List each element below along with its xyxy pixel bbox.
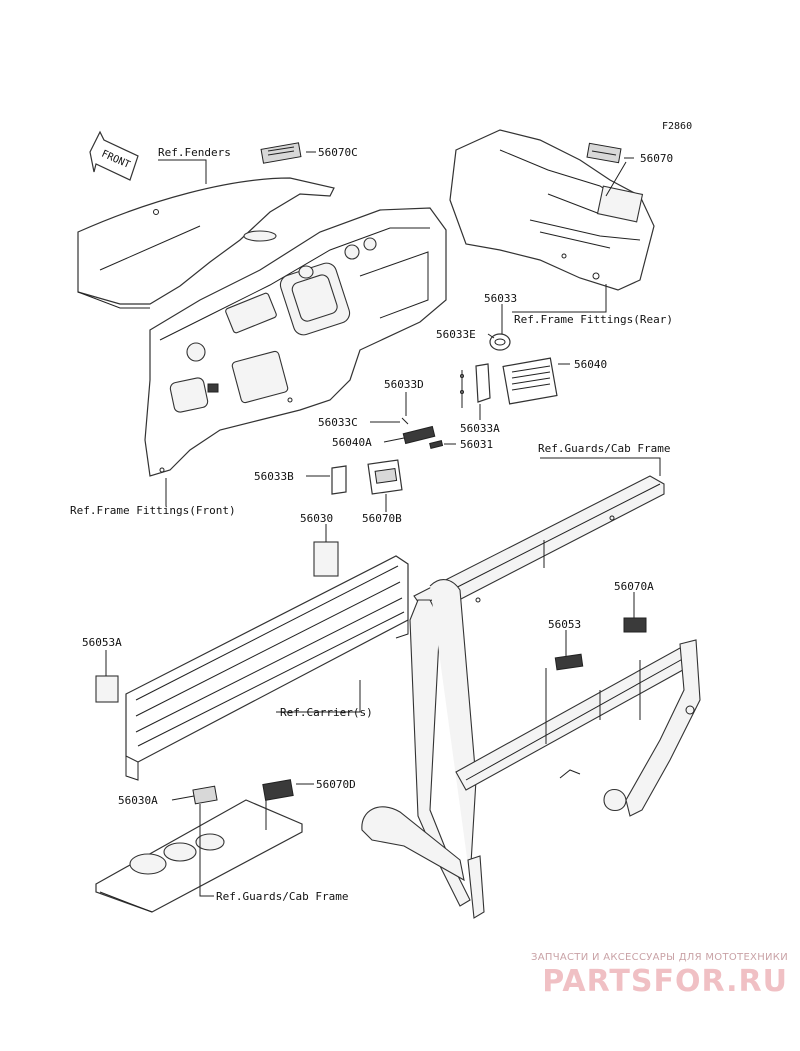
floor-plate xyxy=(95,799,303,913)
part-56033C: 56033C xyxy=(318,416,358,429)
bracket-56033A xyxy=(460,363,491,408)
part-56070A: 56070A xyxy=(614,580,654,593)
label-56070C xyxy=(260,142,302,164)
label-56040A xyxy=(402,425,436,445)
ref-guards-bottom-label: Ref.Guards/Cab Frame xyxy=(216,890,348,903)
part-56033A: 56033A xyxy=(460,422,500,435)
label-56070D xyxy=(262,779,294,801)
label-56070A xyxy=(623,617,647,633)
rear-panel xyxy=(449,129,655,291)
clamp-56033 xyxy=(489,333,511,351)
ref-carrier-label: Ref.Carrier(s) xyxy=(280,706,373,719)
dashboard-panel xyxy=(144,207,447,477)
ref-frame-front-label: Ref.Frame Fittings(Front) xyxy=(70,504,236,517)
part-56040A: 56040A xyxy=(332,436,372,449)
label-56030 xyxy=(313,541,339,577)
watermark-logo: PARTSFOR.RU xyxy=(542,964,788,999)
pin-56033C xyxy=(401,417,409,425)
label-56031 xyxy=(429,440,444,449)
part-56070B: 56070B xyxy=(362,512,402,525)
part-56070: 56070 xyxy=(640,152,673,165)
ref-guards-top-label: Ref.Guards/Cab Frame xyxy=(538,442,670,455)
cab-frame xyxy=(361,475,701,919)
leader-lines xyxy=(105,151,661,897)
part-56070D: 56070D xyxy=(316,778,356,791)
carrier-tailgate xyxy=(125,555,409,781)
part-56040: 56040 xyxy=(574,358,607,371)
part-56053A: 56053A xyxy=(82,636,122,649)
bracket-56033B xyxy=(331,465,347,495)
part-56030: 56030 xyxy=(300,512,333,525)
part-56053: 56053 xyxy=(548,618,581,631)
figure-code: F2860 xyxy=(662,121,692,132)
label-56070 xyxy=(586,142,622,164)
ref-frame-rear-label: Ref.Frame Fittings(Rear) xyxy=(514,313,673,326)
part-56033E: 56033E xyxy=(436,328,476,341)
part-56033: 56033 xyxy=(484,292,517,305)
part-56033B: 56033B xyxy=(254,470,294,483)
part-56070C: 56070C xyxy=(318,146,358,159)
ref-fenders-label: Ref.Fenders xyxy=(158,146,231,159)
part-56033D: 56033D xyxy=(384,378,424,391)
label-56053 xyxy=(554,653,584,671)
label-56030A xyxy=(192,785,218,805)
front-arrow-icon: FRONT xyxy=(89,130,139,181)
label-56070B xyxy=(367,459,403,495)
diagram-labels: F2860 Ref.Fenders 56070C 56070 56033 Ref… xyxy=(70,121,692,903)
label-56040 xyxy=(502,357,558,405)
fender-panel xyxy=(77,177,335,309)
watermark-caption: ЗАПЧАСТИ И АКСЕССУАРЫ ДЛЯ МОТОТЕХНИКИ xyxy=(531,952,788,963)
label-56053A xyxy=(95,675,119,703)
part-56031: 56031 xyxy=(460,438,493,451)
part-56030A: 56030A xyxy=(118,794,158,807)
